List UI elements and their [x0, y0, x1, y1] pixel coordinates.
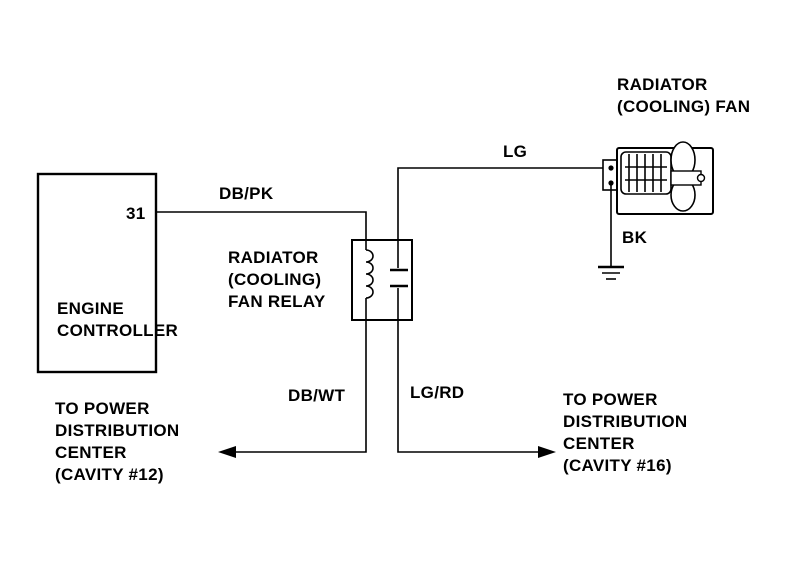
wire-lg	[397, 167, 610, 242]
wire-lg-rd-label: LG/RD	[410, 383, 464, 402]
left-arrow-icon	[218, 446, 236, 458]
engine-controller-box	[36, 172, 158, 374]
left-destination-line2: DISTRIBUTION	[55, 421, 179, 440]
right-destination-line2: DISTRIBUTION	[563, 412, 687, 431]
wire-db-pk	[156, 211, 367, 242]
ground-icon	[598, 265, 624, 280]
wire-bk-label: BK	[622, 228, 648, 247]
left-destination-line4: (CAVITY #12)	[55, 465, 164, 484]
wire-lg-rd	[397, 318, 540, 453]
fan-label-line1: RADIATOR	[617, 75, 708, 94]
fan-label-line2: (COOLING) FAN	[617, 97, 750, 116]
left-destination-line1: TO POWER	[55, 399, 150, 418]
wire-db-pk-label: DB/PK	[219, 184, 274, 203]
wire-db-wt-label: DB/WT	[288, 386, 346, 405]
controller-label-line2: CONTROLLER	[57, 321, 178, 340]
left-destination-line3: CENTER	[55, 443, 127, 462]
relay-label-line2: (COOLING)	[228, 270, 321, 289]
controller-label-line1: ENGINE	[57, 299, 124, 318]
relay-label-line1: RADIATOR	[228, 248, 319, 267]
radiator-fan-icon	[602, 141, 714, 215]
fan-relay-box	[351, 239, 413, 321]
wire-db-wt	[232, 318, 367, 453]
relay-label-line3: FAN RELAY	[228, 292, 326, 311]
controller-pin-label: 31	[126, 204, 146, 223]
right-arrow-icon	[538, 446, 556, 458]
right-destination-line4: (CAVITY #16)	[563, 456, 672, 475]
right-destination-line3: CENTER	[563, 434, 635, 453]
relay-contacts-icon	[390, 242, 408, 318]
wire-lg-label: LG	[503, 142, 527, 161]
relay-coil-icon	[365, 242, 374, 318]
right-destination-line1: TO POWER	[563, 390, 658, 409]
